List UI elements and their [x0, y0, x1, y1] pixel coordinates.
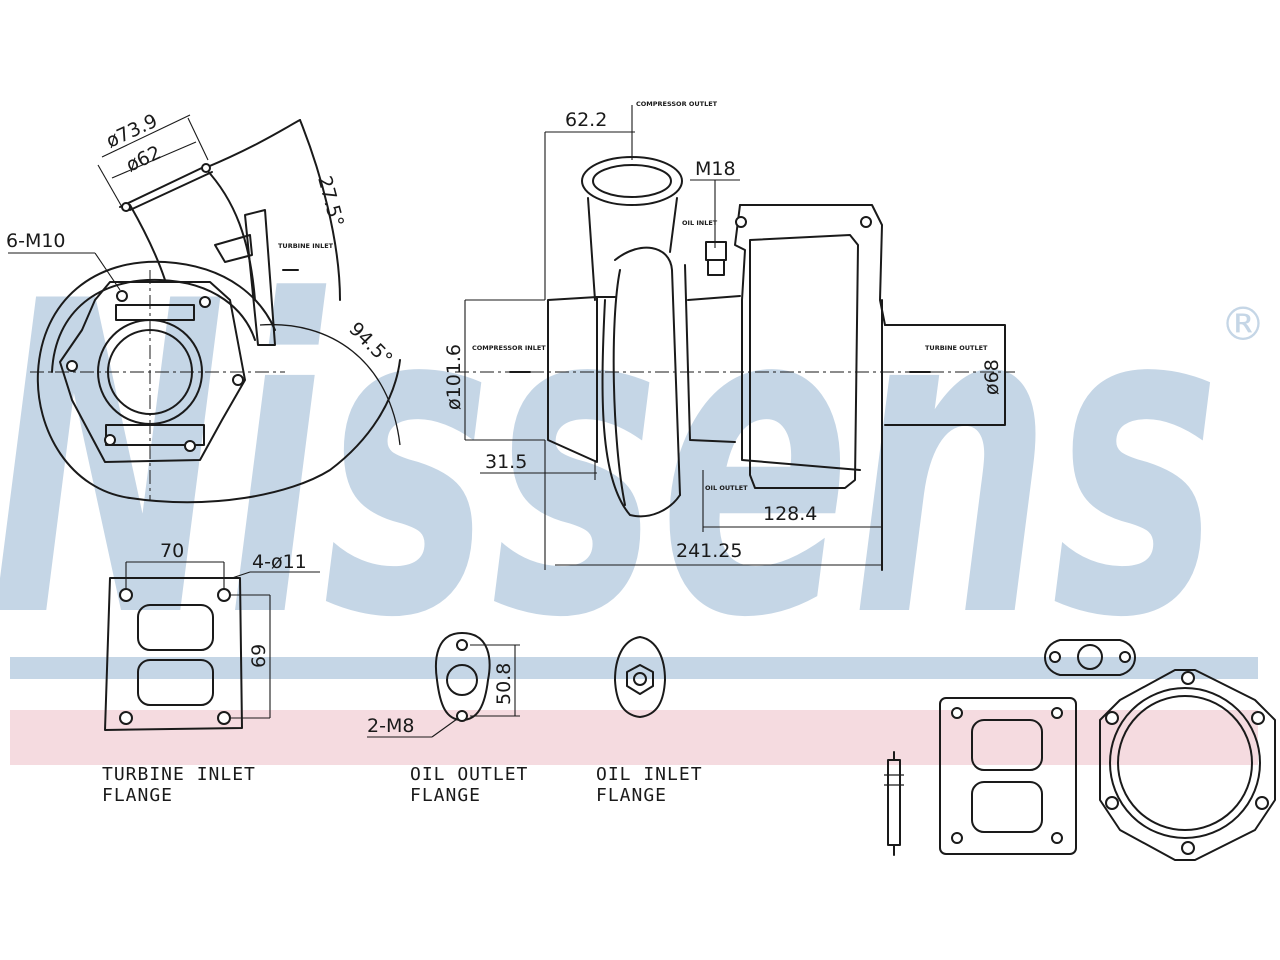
gasket-set	[884, 639, 1276, 861]
oil-inlet-flange-caption-line2: FLANGE	[596, 785, 667, 806]
bolt-label-6-m10: 6-M10	[6, 230, 66, 252]
holes-4-11-label: 4-ø11	[252, 551, 307, 573]
turbine-inlet-port-label: TURBINE INLET	[278, 242, 334, 250]
oil-inlet-flange: OIL INLET FLANGE	[596, 636, 703, 806]
length-128-4-label: 128.4	[763, 503, 817, 525]
offset-62-2-label: 62.2	[565, 109, 607, 131]
nissens-watermark-logo: Nissens	[0, 212, 1220, 712]
bolts-2-m8-label: 2-M8	[367, 715, 414, 737]
turbine-outlet-port-label: TURBINE OUTLET	[925, 344, 988, 352]
turbine-inlet-flange: 70 4-ø11 69 TURBINE INLET FLANGE	[102, 540, 320, 806]
length-31-5-label: 31.5	[485, 451, 527, 473]
compressor-inlet-port-label: COMPRESSOR INLET	[472, 344, 546, 352]
side-view: 62.2 COMPRESSOR OUTLET M18 OIL INLET COM…	[443, 100, 1015, 571]
diameter-68-label: ø68	[981, 359, 1003, 395]
diameter-101-6-label: ø101.6	[443, 344, 465, 410]
thread-m18-label: M18	[695, 158, 736, 180]
nissens-watermark: Nissens ®	[0, 212, 1266, 765]
pitch-69-label: 69	[248, 644, 270, 668]
oil-inlet-port-label: OIL INLET	[682, 219, 718, 227]
pink-stripe	[10, 710, 1258, 765]
length-241-25-label: 241.25	[676, 540, 742, 562]
pitch-70-label: 70	[160, 540, 184, 562]
turbine-inlet-flange-caption-line1: TURBINE INLET	[102, 764, 256, 785]
oil-outlet-port-label: OIL OUTLET	[705, 484, 748, 492]
pitch-50-8-label: 50.8	[493, 663, 515, 705]
turbine-inlet-flange-caption-line2: FLANGE	[102, 785, 173, 806]
compressor-outlet-port-label: COMPRESSOR OUTLET	[636, 100, 718, 108]
oil-inlet-flange-caption-line1: OIL INLET	[596, 764, 703, 785]
oil-outlet-flange-caption-line1: OIL OUTLET	[410, 764, 528, 785]
oil-outlet-flange-caption-line2: FLANGE	[410, 785, 481, 806]
diameter-62-label: ø62	[123, 141, 165, 176]
oil-outlet-flange: 50.8 2-M8 OIL OUTLET FLANGE	[367, 632, 528, 806]
registered-trademark-icon: ®	[1220, 297, 1266, 351]
